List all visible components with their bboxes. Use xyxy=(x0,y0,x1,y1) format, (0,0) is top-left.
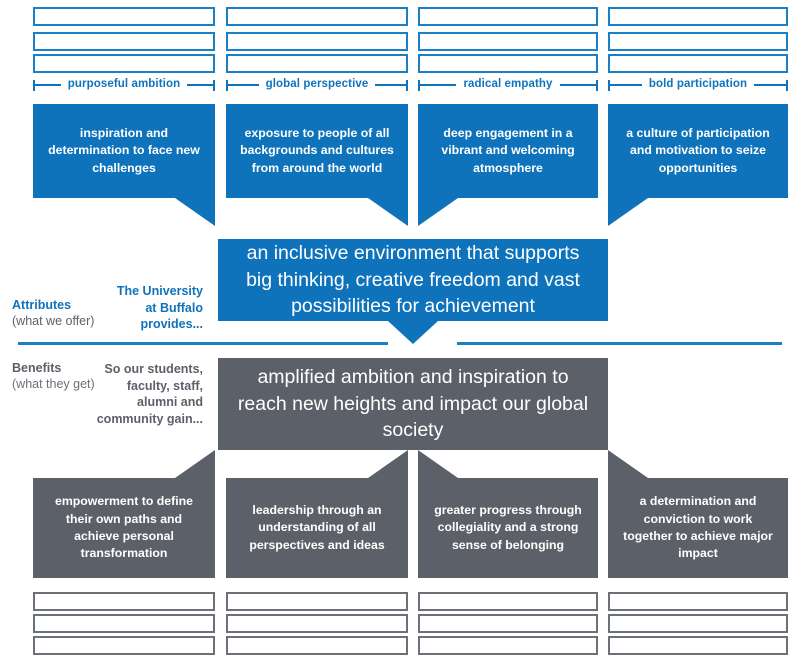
caption-rule-left xyxy=(610,84,642,86)
rail-benefits: Benefits (what they get) xyxy=(12,360,107,393)
caption-tick-left xyxy=(418,79,420,91)
attribute-card-text: inspiration and determination to face ne… xyxy=(48,125,200,175)
attributes-statement-tail xyxy=(388,321,438,344)
caption-rule-right xyxy=(375,84,406,86)
benefit-card-text: leadership through an understanding of a… xyxy=(249,502,385,552)
attribute-card-tail-4 xyxy=(608,198,648,226)
rail-attributes: Attributes (what we offer) xyxy=(12,297,107,330)
section-divider-right xyxy=(457,342,782,345)
blank-field-c4-r3[interactable] xyxy=(608,54,788,73)
blank-benefit-field-c2-r2[interactable] xyxy=(226,614,408,633)
benefit-card-determination[interactable]: a determination and conviction to work t… xyxy=(608,478,788,578)
blank-benefit-field-c4-r1[interactable] xyxy=(608,592,788,611)
attribute-card-text: deep engagement in a vibrant and welcomi… xyxy=(441,125,575,175)
column-caption-label: bold participation xyxy=(648,78,748,91)
attribute-card-global-perspective[interactable]: exposure to people of all backgrounds an… xyxy=(226,104,408,198)
blank-benefit-field-c2-r3[interactable] xyxy=(226,636,408,655)
section-divider-left xyxy=(18,342,388,345)
blank-benefit-field-c3-r3[interactable] xyxy=(418,636,598,655)
column-caption-purposeful-ambition: purposeful ambition xyxy=(33,74,215,96)
attribute-card-text: exposure to people of all backgrounds an… xyxy=(240,125,394,175)
column-caption-bold-participation: bold participation xyxy=(608,74,788,96)
rail-attributes-subtext: (what we offer) xyxy=(12,314,95,329)
blank-field-c1-r1[interactable] xyxy=(33,7,215,26)
caption-rule-right xyxy=(559,84,597,86)
caption-rule-left xyxy=(420,84,457,86)
benefit-card-text: greater progress through collegiality an… xyxy=(434,502,582,552)
caption-tick-right xyxy=(786,79,788,91)
caption-rule-right xyxy=(187,84,213,86)
benefits-statement-text: amplified ambition and inspiration to re… xyxy=(237,366,589,442)
blank-benefit-field-c4-r3[interactable] xyxy=(608,636,788,655)
caption-rule-right xyxy=(754,84,786,86)
column-caption-label: purposeful ambition xyxy=(67,78,181,91)
blank-field-c2-r1[interactable] xyxy=(226,7,408,26)
blank-benefit-field-c1-r3[interactable] xyxy=(33,636,215,655)
benefit-card-tail-4 xyxy=(608,450,648,478)
blank-field-c2-r3[interactable] xyxy=(226,54,408,73)
lead-in-attributes-text: The University at Buffalo provides... xyxy=(116,284,203,331)
attribute-card-tail-2 xyxy=(368,198,408,226)
blank-benefit-field-c1-r1[interactable] xyxy=(33,592,215,611)
lead-in-benefits: So our students, faculty, staff, alumni … xyxy=(95,361,203,427)
lead-in-benefits-text: So our students, faculty, staff, alumni … xyxy=(96,362,203,426)
benefits-statement-box: amplified ambition and inspiration to re… xyxy=(218,358,608,450)
blank-field-c3-r1[interactable] xyxy=(418,7,598,26)
blank-field-c3-r3[interactable] xyxy=(418,54,598,73)
benefit-card-leadership[interactable]: leadership through an understanding of a… xyxy=(226,478,408,578)
blank-field-c1-r3[interactable] xyxy=(33,54,215,73)
caption-rule-left xyxy=(228,84,259,86)
attribute-card-text: a culture of participation and motivatio… xyxy=(626,125,770,175)
caption-tick-right xyxy=(596,79,599,91)
blank-field-c4-r2[interactable] xyxy=(608,32,788,51)
blank-field-c1-r2[interactable] xyxy=(33,32,215,51)
benefit-card-empowerment[interactable]: empowerment to define their own paths an… xyxy=(33,478,215,578)
blank-benefit-field-c3-r2[interactable] xyxy=(418,614,598,633)
lead-in-attributes: The University at Buffalo provides... xyxy=(105,283,203,333)
blank-benefit-field-c2-r1[interactable] xyxy=(226,592,408,611)
attribute-card-tail-3 xyxy=(418,198,458,226)
attribute-card-radical-empathy[interactable]: deep engagement in a vibrant and welcomi… xyxy=(418,104,598,198)
benefit-card-collegiality[interactable]: greater progress through collegiality an… xyxy=(418,478,598,578)
blank-field-c2-r2[interactable] xyxy=(226,32,408,51)
column-caption-label: radical empathy xyxy=(463,78,553,91)
rail-attributes-heading: Attributes xyxy=(12,298,72,312)
column-caption-global-perspective: global perspective xyxy=(226,74,408,96)
benefit-card-tail-2 xyxy=(368,450,408,478)
benefit-card-tail-3 xyxy=(418,450,458,478)
caption-tick-left xyxy=(226,79,228,91)
caption-tick-right xyxy=(406,79,408,91)
blank-benefit-field-c4-r2[interactable] xyxy=(608,614,788,633)
caption-tick-left xyxy=(608,79,610,91)
rail-benefits-subtext: (what they get) xyxy=(12,377,95,392)
attribute-card-bold-participation[interactable]: a culture of participation and motivatio… xyxy=(608,104,788,198)
attributes-statement-box: an inclusive environment that supports b… xyxy=(218,239,608,321)
blank-field-c4-r1[interactable] xyxy=(608,7,788,26)
caption-tick-right xyxy=(213,79,215,91)
column-caption-radical-empathy: radical empathy xyxy=(418,74,599,96)
blank-field-c3-r2[interactable] xyxy=(418,32,598,51)
caption-tick-left xyxy=(33,79,35,91)
caption-rule-left xyxy=(35,84,61,86)
benefit-card-text: a determination and conviction to work t… xyxy=(623,494,773,561)
blank-benefit-field-c1-r2[interactable] xyxy=(33,614,215,633)
blank-benefit-field-c3-r1[interactable] xyxy=(418,592,598,611)
rail-benefits-heading: Benefits xyxy=(12,361,62,375)
attribute-card-purposeful-ambition[interactable]: inspiration and determination to face ne… xyxy=(33,104,215,198)
attribute-card-tail-1 xyxy=(175,198,215,226)
column-caption-label: global perspective xyxy=(265,78,369,91)
attributes-statement-text: an inclusive environment that supports b… xyxy=(246,242,580,318)
benefit-card-tail-1 xyxy=(175,450,215,478)
benefit-card-text: empowerment to define their own paths an… xyxy=(54,494,194,561)
